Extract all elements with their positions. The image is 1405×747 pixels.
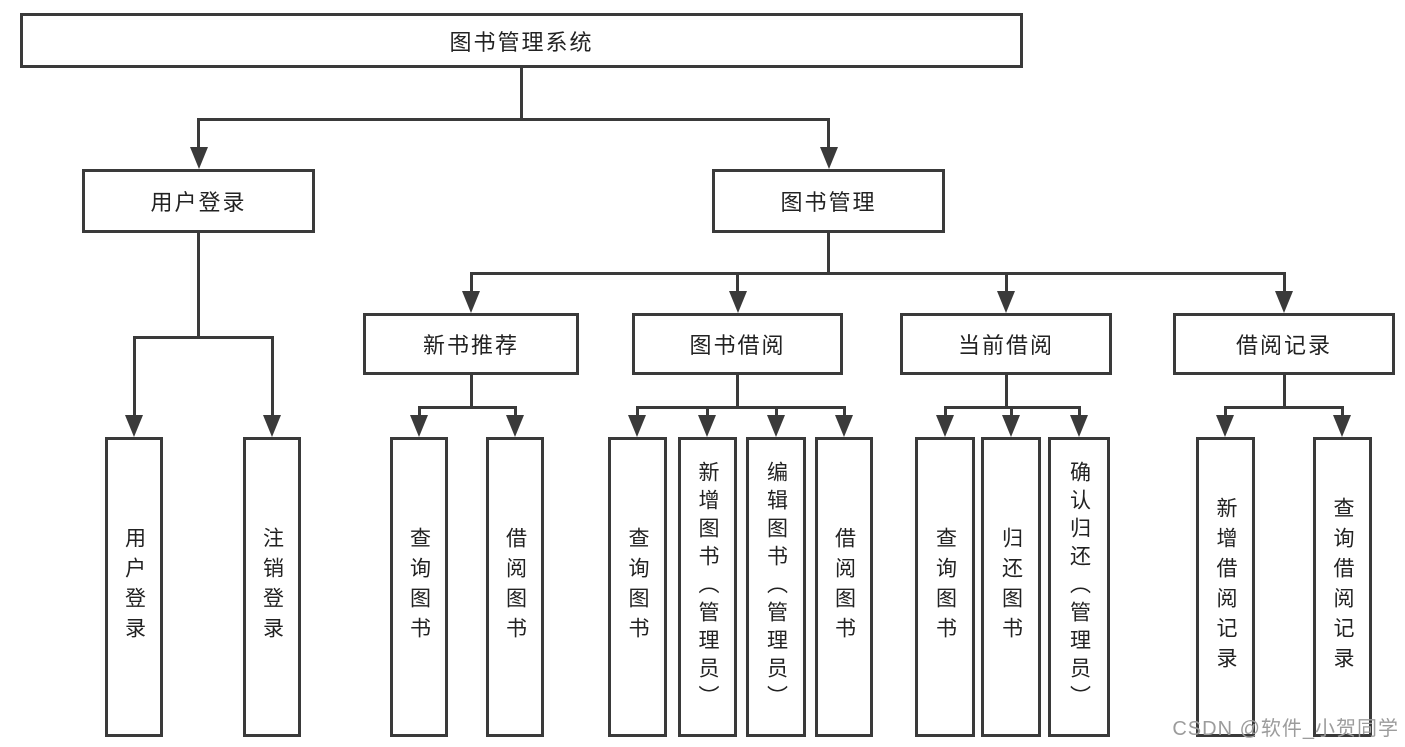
- leaf-user-login: 用户登录: [105, 437, 163, 737]
- node-user-login: 用户登录: [82, 169, 315, 233]
- arrowhead-br-add: [1216, 415, 1234, 437]
- connector-drop-bb-add: [706, 406, 709, 417]
- leaf-bb-add-label: 新增图书（管理员）: [696, 461, 719, 713]
- arrowhead-bb-borrow: [835, 415, 853, 437]
- node-book-mgmt: 图书管理: [712, 169, 945, 233]
- connector-rail-new-book-rec: [418, 406, 517, 409]
- connector-drop-current-borrow: [1005, 272, 1008, 293]
- node-book-borrow-label: 图书借阅: [689, 333, 786, 358]
- connector-drop-bb-query: [636, 406, 639, 417]
- arrowhead-bb-query: [628, 415, 646, 437]
- connector-drop-user-login: [197, 118, 200, 149]
- connector-book-borrow-stem: [736, 375, 739, 406]
- connector-drop-new-book-rec: [470, 272, 473, 293]
- leaf-bb-query-label: 查询图书: [626, 527, 649, 647]
- arrowhead-bb-edit: [767, 415, 785, 437]
- connector-drop-bb-edit: [775, 406, 778, 417]
- connector-rail-level2: [197, 118, 830, 121]
- arrowhead-book-mgmt: [820, 147, 838, 169]
- connector-user-login-stem: [197, 233, 200, 336]
- arrowhead-nbr-query: [410, 415, 428, 437]
- connector-drop-leaf-user-login: [133, 336, 136, 416]
- leaf-cb-confirm-label: 确认归还（管理员）: [1067, 461, 1091, 713]
- leaf-cb-return-label: 归还图书: [999, 527, 1023, 647]
- node-library-system: 图书管理系统: [20, 13, 1023, 68]
- connector-drop-cb-return: [1010, 406, 1013, 417]
- node-new-book-rec-label: 新书推荐: [422, 333, 519, 358]
- connector-drop-book-mgmt: [827, 118, 830, 149]
- connector-drop-br-add: [1224, 406, 1227, 417]
- leaf-logout-label: 注销登录: [260, 527, 284, 647]
- node-borrow-records-label: 借阅记录: [1235, 333, 1332, 358]
- connector-borrow-records-stem: [1283, 375, 1286, 406]
- node-book-borrow: 图书借阅: [632, 313, 843, 375]
- connector-drop-leaf-logout: [271, 336, 274, 416]
- connector-drop-borrow-records: [1283, 272, 1286, 293]
- connector-drop-bb-borrow: [843, 406, 846, 417]
- leaf-bb-borrow-label: 借阅图书: [832, 527, 856, 647]
- arrowhead-br-query: [1333, 415, 1351, 437]
- arrowhead-nbr-borrow: [506, 415, 524, 437]
- leaf-bb-add: 新增图书（管理员）: [678, 437, 737, 737]
- leaf-bb-query: 查询图书: [608, 437, 667, 737]
- connector-drop-cb-confirm: [1078, 406, 1081, 417]
- leaf-nbr-query: 查询图书: [390, 437, 448, 737]
- arrowhead-cb-query: [936, 415, 954, 437]
- arrowhead-cb-confirm: [1070, 415, 1088, 437]
- connector-book-mgmt-stem: [827, 233, 830, 272]
- connector-current-borrow-stem: [1005, 375, 1008, 406]
- watermark: CSDN @软件_小贺同学: [1172, 718, 1399, 740]
- leaf-nbr-borrow-label: 借阅图书: [503, 527, 527, 647]
- arrowhead-book-borrow: [729, 291, 747, 313]
- leaf-nbr-borrow: 借阅图书: [486, 437, 544, 737]
- node-library-system-label: 图书管理系统: [449, 29, 594, 55]
- connector-drop-nbr-query: [418, 406, 421, 417]
- connector-rail-book-borrow: [636, 406, 846, 409]
- connector-drop-br-query: [1341, 406, 1344, 417]
- arrowhead-borrow-records: [1275, 291, 1293, 313]
- arrowhead-cb-return: [1002, 415, 1020, 437]
- node-user-login-label: 用户登录: [150, 190, 247, 215]
- leaf-cb-confirm: 确认归还（管理员）: [1048, 437, 1110, 737]
- leaf-cb-return: 归还图书: [981, 437, 1041, 737]
- leaf-bb-borrow: 借阅图书: [815, 437, 873, 737]
- leaf-bb-edit: 编辑图书（管理员）: [746, 437, 806, 737]
- connector-new-book-rec-stem: [470, 375, 473, 406]
- leaf-br-query-label: 查询借阅记录: [1331, 497, 1354, 677]
- leaf-logout: 注销登录: [243, 437, 301, 737]
- arrowhead-new-book-rec: [462, 291, 480, 313]
- connector-rail-borrow-records: [1224, 406, 1344, 409]
- leaf-user-login-label: 用户登录: [122, 527, 146, 647]
- node-new-book-rec: 新书推荐: [363, 313, 579, 375]
- leaf-br-add-label: 新增借阅记录: [1214, 497, 1237, 677]
- arrowhead-current-borrow: [997, 291, 1015, 313]
- leaf-bb-edit-label: 编辑图书（管理员）: [764, 461, 788, 713]
- connector-drop-nbr-borrow: [514, 406, 517, 417]
- node-current-borrow-label: 当前借阅: [957, 333, 1054, 358]
- node-current-borrow: 当前借阅: [900, 313, 1112, 375]
- connector-drop-cb-query: [944, 406, 947, 417]
- connector-rail-user-login: [133, 336, 274, 339]
- arrowhead-leaf-logout: [263, 415, 281, 437]
- leaf-br-query: 查询借阅记录: [1313, 437, 1372, 737]
- connector-root-stem: [520, 68, 523, 118]
- leaf-cb-query-label: 查询图书: [933, 527, 957, 647]
- arrowhead-leaf-user-login: [125, 415, 143, 437]
- arrowhead-bb-add: [698, 415, 716, 437]
- node-borrow-records: 借阅记录: [1173, 313, 1395, 375]
- connector-rail-level3: [470, 272, 1286, 275]
- leaf-nbr-query-label: 查询图书: [407, 527, 431, 647]
- leaf-br-add: 新增借阅记录: [1196, 437, 1255, 737]
- arrowhead-user-login: [190, 147, 208, 169]
- connector-drop-book-borrow: [736, 272, 739, 293]
- node-book-mgmt-label: 图书管理: [780, 190, 877, 215]
- leaf-cb-query: 查询图书: [915, 437, 975, 737]
